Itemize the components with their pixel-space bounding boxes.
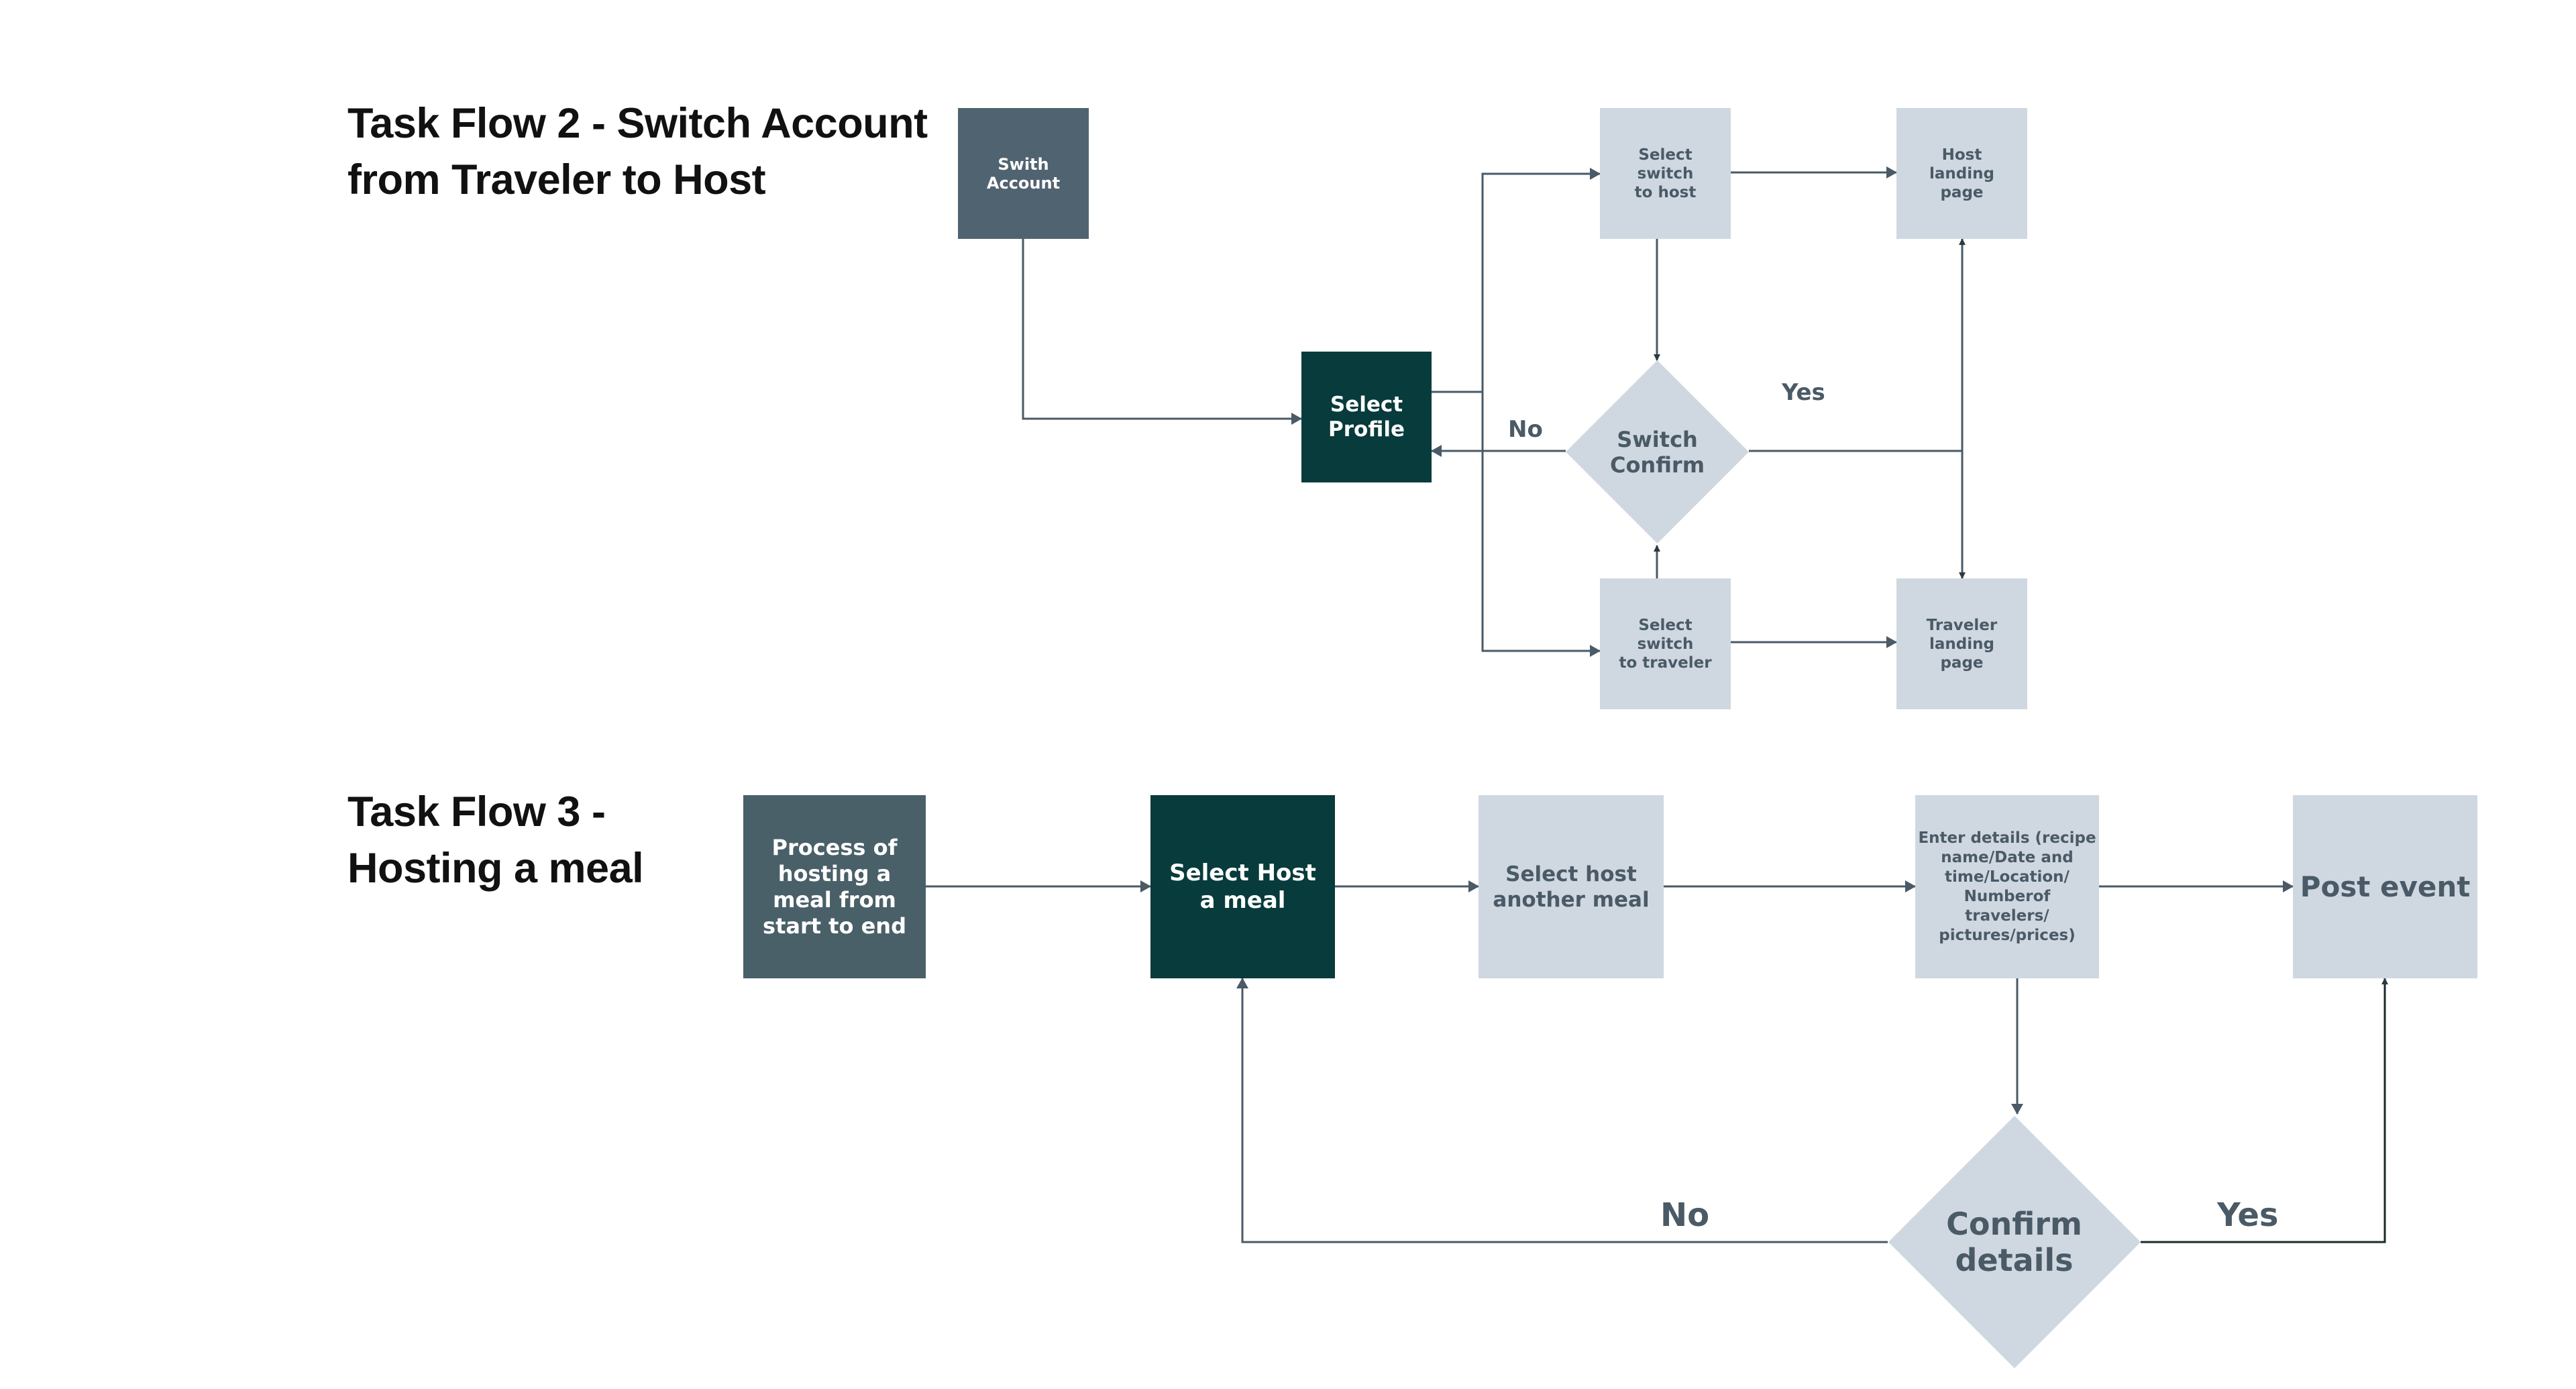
decision-switch-confirm[interactable]: Switch Confirm bbox=[1566, 360, 1749, 544]
node-host-landing[interactable]: Host landing page bbox=[1896, 108, 2027, 239]
edge-swith-to-profile bbox=[1022, 239, 1302, 425]
node-select-switch-traveler[interactable]: Select switch to traveler bbox=[1600, 578, 1731, 709]
decision-confirm-details-label: Confirm details bbox=[1946, 1206, 2082, 1278]
node-select-host-another[interactable]: Select host another meal bbox=[1479, 795, 1664, 978]
flow2-no-label: No bbox=[1508, 416, 1543, 443]
node-traveler-landing[interactable]: Traveler landing page bbox=[1896, 578, 2027, 709]
flow2-title: Task Flow 2 - Switch Account from Travel… bbox=[347, 100, 928, 203]
flow2-yes-label: Yes bbox=[1782, 379, 1825, 406]
decision-confirm-details[interactable]: Confirm details bbox=[1888, 1114, 2141, 1370]
flow3-no-label: No bbox=[1660, 1196, 1710, 1234]
node-select-profile[interactable]: Select Profile bbox=[1301, 352, 1432, 482]
edge-profile-to-traveler bbox=[1432, 391, 1601, 657]
node-enter-details[interactable]: Enter details (recipe name/Date and time… bbox=[1915, 795, 2099, 978]
flow3-yes-label: Yes bbox=[2217, 1196, 2279, 1234]
edge-confirm-yes-to-post bbox=[2141, 978, 2388, 1243]
edge-profile-to-host bbox=[1432, 168, 1601, 393]
node-process-hosting[interactable]: Process of hosting a meal from start to … bbox=[743, 795, 926, 978]
node-select-host-meal[interactable]: Select Host a meal bbox=[1150, 795, 1335, 978]
node-swith-account[interactable]: Swith Account bbox=[958, 108, 1089, 239]
node-post-event[interactable]: Post event bbox=[2293, 795, 2477, 978]
flow3-title: Task Flow 3 - Hosting a meal bbox=[347, 788, 644, 892]
edge-confirm-no-to-hostmeal bbox=[1236, 978, 1888, 1243]
decision-switch-confirm-label: Switch Confirm bbox=[1609, 426, 1705, 478]
node-select-switch-host[interactable]: Select switch to host bbox=[1600, 108, 1731, 239]
